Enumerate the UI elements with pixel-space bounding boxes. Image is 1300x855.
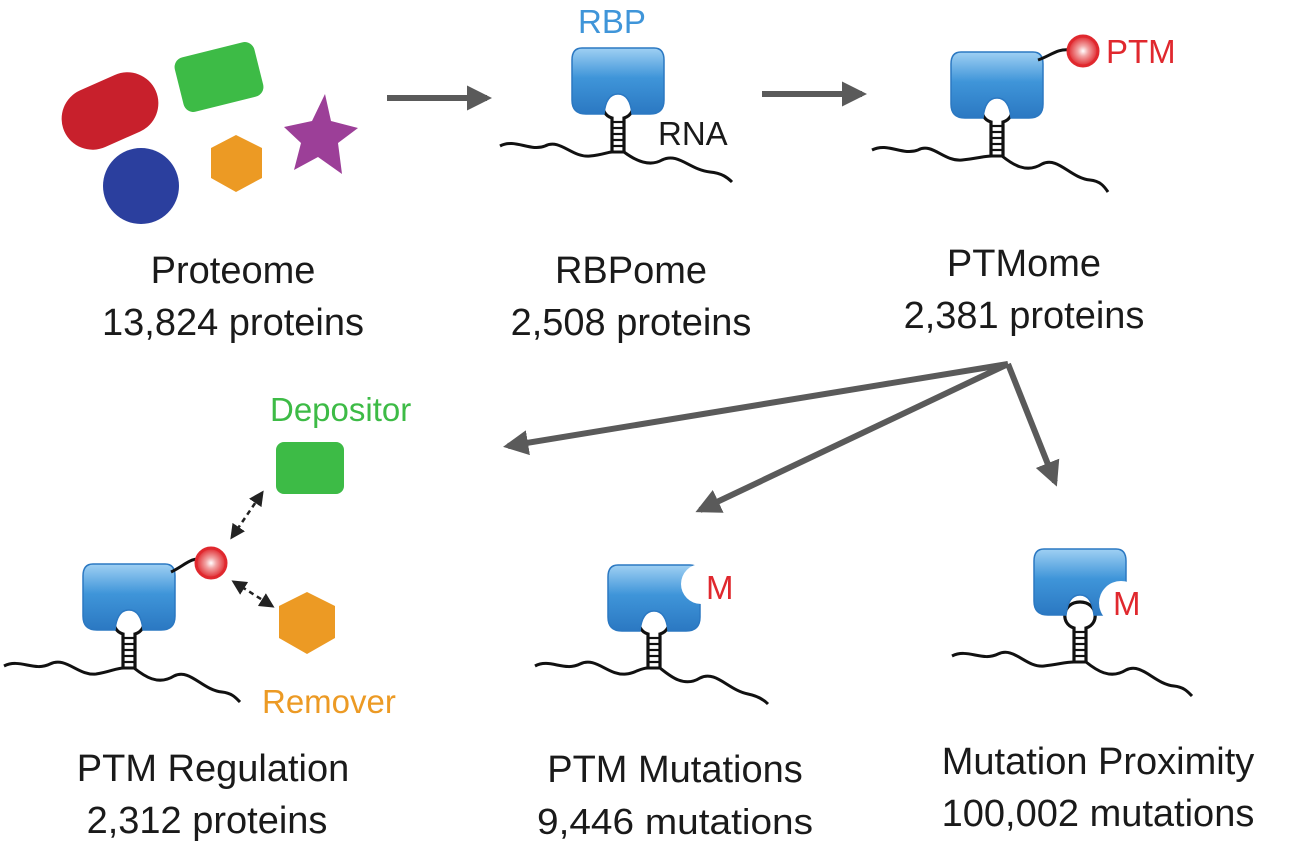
stage-count: 2,508 proteins	[511, 302, 752, 344]
ptm-mutation-icon-group: M	[534, 564, 770, 706]
green-rectangle-icon	[174, 42, 264, 112]
proteome-icon-group	[61, 42, 358, 224]
rna-strand-icon	[499, 141, 734, 184]
arrow-icon	[503, 361, 1009, 456]
depositor-enzyme-icon	[276, 442, 344, 494]
remover-enzyme-icon	[279, 592, 335, 654]
stage-count: 100,002 mutations	[942, 793, 1255, 835]
arrow-icon	[695, 361, 1010, 513]
ptm-label: PTM	[1106, 33, 1176, 70]
orange-hexagon-icon	[211, 135, 262, 192]
rna-hairpin-icon	[1063, 600, 1097, 664]
arrow-icon	[1005, 362, 1060, 487]
ptm-site-icon	[1066, 34, 1100, 68]
rbp-label: RBP	[578, 3, 646, 40]
rbp-protein-icon	[950, 51, 1044, 119]
red-capsule-icon	[61, 72, 159, 150]
ptm-regulation-icon-group: Depositor Remover	[3, 391, 411, 720]
stage-title: PTM Regulation	[77, 748, 349, 790]
stage-title: Mutation Proximity	[942, 741, 1255, 783]
rna-strand-icon	[951, 650, 1194, 698]
branch-arrows	[503, 361, 1060, 513]
ptm-site-icon	[194, 546, 228, 580]
rna-strand-icon	[871, 145, 1110, 193]
mutation-marker: M	[1113, 585, 1141, 622]
stage-title: RBPome	[555, 250, 707, 292]
rbp-protein-icon	[82, 563, 176, 631]
bidirectional-arrow-icon	[230, 490, 264, 540]
rbp-protein-icon	[571, 47, 665, 115]
stage-count: 9,446 mutations	[537, 801, 813, 842]
stage-title: PTM Mutations	[547, 749, 803, 791]
ptm-rbp-complex-icon: PTM	[871, 33, 1176, 193]
stage-title: PTMome	[947, 243, 1101, 285]
purple-star-icon	[284, 94, 358, 174]
stage-count: 2,312 proteins	[87, 800, 328, 842]
rna-label: RNA	[658, 115, 728, 152]
stage-count: 2,381 proteins	[904, 295, 1145, 337]
mutation-marker: M	[706, 569, 734, 606]
stage-count: 13,824 proteins	[102, 302, 364, 344]
mutation-proximity-icon-group: M	[951, 548, 1194, 698]
bidirectional-arrow-icon	[231, 580, 275, 608]
blue-circle-icon	[103, 148, 179, 224]
rna-strand-icon	[3, 660, 242, 704]
stage-title: Proteome	[151, 250, 316, 292]
remover-label: Remover	[262, 683, 396, 720]
rbp-rna-complex-icon: RBP RNA	[499, 3, 734, 184]
rna-strand-icon	[534, 660, 770, 706]
depositor-label: Depositor	[270, 391, 411, 428]
